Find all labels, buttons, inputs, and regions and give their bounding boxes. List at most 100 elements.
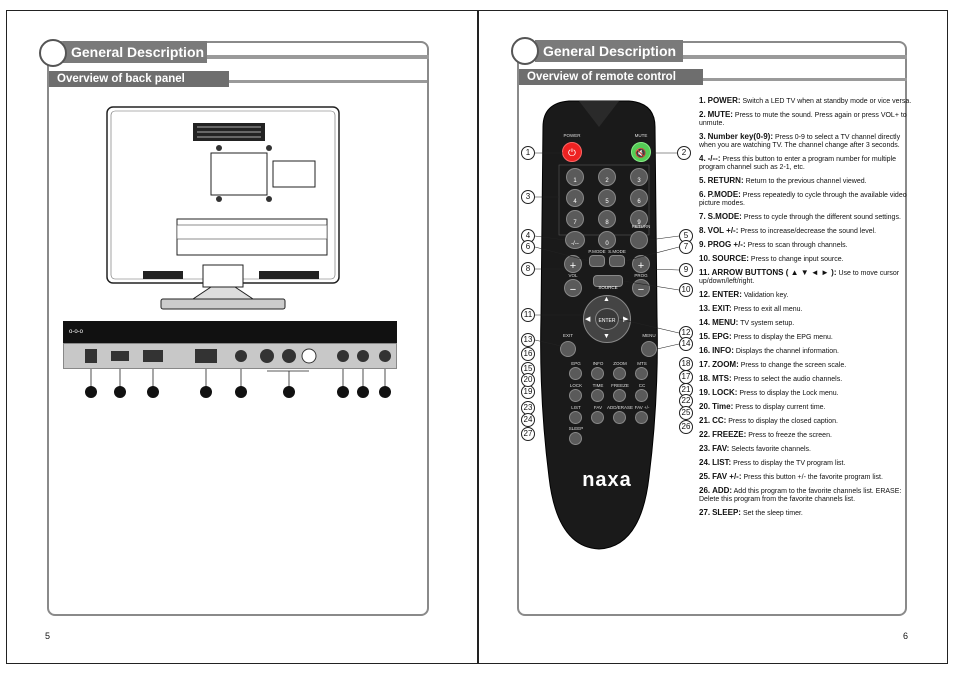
vol-label: VOL — [568, 273, 578, 278]
vol-down-button[interactable]: − — [564, 279, 582, 297]
digit-4-button[interactable]: 4 — [566, 189, 584, 207]
desc-item-27: 27. SLEEP: Set the sleep timer. — [699, 508, 803, 518]
desc-item-17: 17. ZOOM: Press to change the screen sca… — [699, 360, 847, 370]
tv-back-illustration — [106, 106, 340, 310]
panel-connector-pointers — [85, 369, 391, 398]
desc-item-13: 13. EXIT: Press to exit all menu. — [699, 304, 803, 314]
arrow-left-icon[interactable]: ◀ — [585, 316, 591, 323]
prog-label: PROG — [634, 273, 648, 278]
freeze-button[interactable] — [613, 389, 626, 402]
callout-18: 18 — [679, 357, 693, 371]
left-page-title: General Description — [63, 41, 207, 63]
time-button[interactable] — [591, 389, 604, 402]
epg-button[interactable] — [569, 367, 582, 380]
right-page-subtitle: Overview of remote control — [519, 69, 703, 85]
prog-up-button[interactable]: + — [632, 255, 650, 273]
sleep-label: SLEEP — [568, 426, 584, 431]
left-title-rule — [207, 55, 429, 59]
callout-16: 16 — [521, 347, 535, 361]
mute-button[interactable]: 🔇 — [631, 142, 651, 162]
digit-0-button[interactable]: 0 — [598, 231, 616, 249]
desc-item-8: 8. VOL +/-: Press to increase/decrease t… — [699, 226, 877, 236]
mts-button[interactable] — [635, 367, 648, 380]
descriptions-list: 1. POWER: Switch a LED TV when at standb… — [699, 97, 914, 523]
callout-14: 14 — [679, 337, 693, 351]
panel-black-bar: o-o-o — [63, 321, 397, 343]
enter-button[interactable]: ENTER — [595, 308, 619, 330]
right-page-number: 6 — [903, 631, 909, 641]
desc-item-24: 24. LIST: Press to display the TV progra… — [699, 458, 846, 468]
desc-item-18: 18. MTS: Press to select the audio chann… — [699, 374, 843, 384]
right-page: General Description Overview of remote c… — [478, 10, 948, 664]
arrow-up-icon[interactable]: ▲ — [603, 296, 610, 303]
arrow-right-icon[interactable]: ▶ — [623, 316, 629, 323]
digit-9-button[interactable]: 9 — [630, 210, 648, 228]
arrow-down-icon[interactable]: ▼ — [603, 333, 610, 340]
desc-item-20: 20. Time: Press to display current time. — [699, 402, 826, 412]
power-label: POWER — [563, 133, 581, 138]
desc-item-16: 16. INFO: Displays the channel informati… — [699, 346, 839, 356]
sleep-button[interactable] — [569, 432, 582, 445]
desc-item-25: 25. FAV +/-: Press this button +/- the f… — [699, 472, 883, 482]
add-erase-button[interactable] — [613, 411, 626, 424]
callout-26: 26 — [679, 420, 693, 434]
mts-label: MTS — [637, 361, 647, 366]
vol-up-button[interactable]: + — [564, 255, 582, 273]
cc-label: CC — [638, 383, 646, 388]
lock-button[interactable] — [569, 389, 582, 402]
info-label: INFO — [592, 361, 604, 366]
desc-item-5: 5. RETURN: Return to the previous channe… — [699, 176, 867, 186]
right-title-rule — [683, 55, 907, 59]
desc-item-15: 15. EPG: Press to display the EPG menu. — [699, 332, 833, 342]
cc-button[interactable] — [635, 389, 648, 402]
digit-2-button[interactable]: 2 — [598, 168, 616, 186]
digit-6-button[interactable]: 6 — [630, 189, 648, 207]
fav-pm-label: FAV +/- — [634, 405, 650, 410]
fav-button[interactable] — [591, 411, 604, 424]
callout-13: 13 — [521, 333, 535, 347]
pmode-button[interactable] — [589, 255, 605, 267]
zoom-label: ZOOM — [613, 361, 627, 366]
callout-20: 20 — [521, 373, 535, 387]
zoom-button[interactable] — [613, 367, 626, 380]
prog-down-button[interactable]: − — [632, 279, 650, 297]
digit-5-button[interactable]: 5 — [598, 189, 616, 207]
return-label: RETURN — [631, 224, 651, 229]
epg-label: EPG — [571, 361, 581, 366]
callout-12: 12 — [679, 326, 693, 340]
left-page: General Description Overview of back pan… — [6, 10, 478, 664]
left-subtitle-rule — [229, 80, 427, 83]
return-button[interactable] — [630, 231, 648, 249]
desc-item-1: 1. POWER: Switch a LED TV when at standb… — [699, 96, 912, 106]
digit-8-button[interactable]: 8 — [598, 210, 616, 228]
desc-item-6: 6. P.MODE: Press repeatedly to cycle thr… — [699, 190, 907, 208]
power-icon: ⏻ — [568, 148, 576, 159]
list-button[interactable] — [569, 411, 582, 424]
smode-button[interactable] — [609, 255, 625, 267]
panel-dc-label: o-o-o — [69, 329, 84, 335]
desc-item-4: 4. -/--: Press this button to enter a pr… — [699, 154, 896, 172]
digit-3-button[interactable]: 3 — [630, 168, 648, 186]
desc-item-23: 23. FAV: Selects favorite channels. — [699, 444, 811, 454]
callout-10: 10 — [679, 283, 693, 297]
freeze-label: FREEZE — [611, 383, 629, 388]
menu-button[interactable] — [641, 341, 657, 357]
left-page-subtitle: Overview of back panel — [49, 71, 229, 87]
fav-label: FAV — [593, 405, 603, 410]
list-label: LIST — [571, 405, 581, 410]
exit-button[interactable] — [560, 341, 576, 357]
source-button[interactable]: SOURCE — [593, 275, 623, 290]
callout-27: 27 — [521, 427, 535, 441]
brand-logo: naxa — [582, 469, 632, 491]
callout-22: 22 — [679, 394, 693, 408]
dash-button[interactable]: -/-- — [565, 231, 585, 249]
desc-item-10: 10. SOURCE: Press to change input source… — [699, 254, 844, 264]
power-button[interactable]: ⏻ — [562, 142, 582, 162]
digit-7-button[interactable]: 7 — [566, 210, 584, 228]
fav-pm-button[interactable] — [635, 411, 648, 424]
desc-item-12: 12. ENTER: Validation key. — [699, 290, 789, 300]
info-button[interactable] — [591, 367, 604, 380]
digit-1-button[interactable]: 1 — [566, 168, 584, 186]
callout-6: 6 — [521, 240, 535, 254]
mute-icon: 🔇 — [635, 148, 647, 158]
